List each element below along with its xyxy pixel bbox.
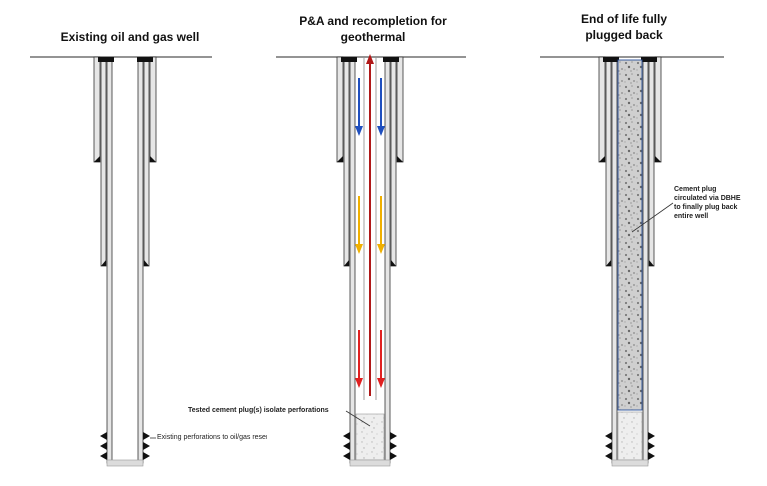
- production-casing-right: [137, 59, 144, 464]
- production-casing-right: [384, 59, 391, 464]
- panel-3-title: End of life fully plugged back: [581, 12, 667, 42]
- circulated-plug-leader-line: [631, 202, 674, 233]
- well-bottom: [611, 459, 649, 467]
- casing-shoe-left-1: [599, 156, 605, 162]
- intermediate-casing-right: [390, 59, 397, 267]
- perforations-left: [100, 432, 107, 460]
- casing-shoe-right-2: [391, 260, 396, 266]
- well-bottom: [349, 459, 391, 467]
- casing-shoe-left-2: [101, 260, 106, 266]
- perforations-annotation: Existing perforations to oil/gas reser: [157, 434, 267, 441]
- casing-shoe-left-2: [344, 260, 349, 266]
- casing-shoe-right-1: [397, 156, 403, 162]
- production-casing-right: [642, 59, 649, 464]
- intermediate-casing-left: [343, 59, 350, 267]
- surface-casing-left: [336, 56, 344, 163]
- perforations-right: [648, 432, 655, 460]
- intermediate-casing-right: [143, 59, 150, 267]
- panel-2-title: P&A and recompletion for geothermal: [299, 14, 447, 44]
- casing-shoe-right-1: [150, 156, 156, 162]
- cement-plug-annotation: Tested cement plug(s) isolate perforatio…: [188, 407, 329, 414]
- intermediate-casing-left: [605, 59, 612, 267]
- production-casing-left: [611, 59, 618, 464]
- downflow-arrows-cold: [355, 78, 385, 136]
- casing-shoe-right-2: [144, 260, 149, 266]
- production-casing-left: [349, 59, 356, 464]
- intermediate-casing-right: [648, 59, 655, 267]
- cement-plug-leader-line: [345, 410, 371, 427]
- upflow-arrow: [366, 54, 374, 396]
- bottom-cement-plug: [617, 411, 643, 461]
- casing-shoe-left-1: [337, 156, 343, 162]
- surface-casing-left: [93, 56, 101, 163]
- intermediate-casing-left: [100, 59, 107, 267]
- panel-existing-well: [30, 56, 212, 467]
- perforations-right: [390, 432, 397, 460]
- surface-casing-right: [654, 56, 662, 163]
- casing-shoe-left-2: [606, 260, 611, 266]
- wellhead-left: [98, 57, 114, 62]
- well-bottom: [106, 459, 144, 467]
- casing-shoe-right-2: [649, 260, 654, 266]
- panel-fully-plugged: [540, 56, 724, 467]
- downflow-arrows-hot: [355, 330, 385, 388]
- production-casing-left: [106, 59, 113, 464]
- wellhead-left: [603, 57, 619, 62]
- panel-geothermal-recompletion: [276, 54, 466, 467]
- casing-shoe-right-1: [655, 156, 661, 162]
- perforations-right: [143, 432, 150, 460]
- circulated-cement-column: [617, 59, 643, 411]
- cement-plug: [355, 413, 385, 461]
- wellhead-right: [383, 57, 399, 62]
- surface-casing-right: [149, 56, 157, 163]
- wellhead-right: [137, 57, 153, 62]
- surface-casing-left: [598, 56, 606, 163]
- wellhead-left: [341, 57, 357, 62]
- casing-shoe-left-1: [94, 156, 100, 162]
- downflow-arrows-warm: [355, 196, 385, 254]
- surface-casing-right: [396, 56, 404, 163]
- circulated-plug-annotation: Cement plug circulated via DBHE to final…: [674, 186, 741, 220]
- perforations-left: [605, 432, 612, 460]
- panel-1-title: Existing oil and gas well: [60, 30, 200, 44]
- wellhead-right: [641, 57, 657, 62]
- perforations-left: [343, 432, 350, 460]
